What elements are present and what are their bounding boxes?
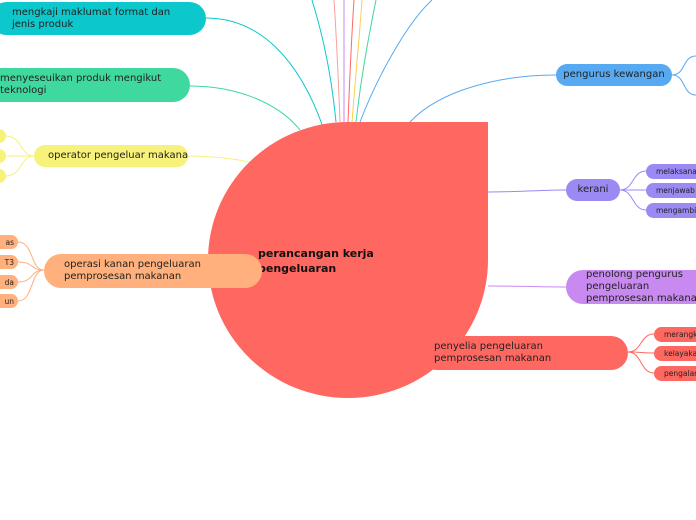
node-pengurus-kewangan-label: pengurus kewangan [563,69,665,80]
node-operator-label: operator pengeluar makanan [48,150,188,161]
penyelia-child-3[interactable]: pengalam [654,366,696,381]
node-mengkaji-label: mengkaji maklumat format dan jenis produ… [12,6,171,30]
node-penolong[interactable]: penolong pengurus pengeluaran pemprosesa… [566,270,696,304]
node-pengurus-kewangan[interactable]: pengurus kewangan [556,64,672,86]
central-node-label[interactable]: perancangan kerja pengeluaran [258,247,374,275]
operasi-child-3-label: da [4,277,14,287]
penyelia-child-2[interactable]: kelayakan [654,346,696,361]
penyelia-child-3-label: pengalam [664,369,696,378]
penyelia-child-2-label: kelayakan [664,349,696,358]
node-operator[interactable]: operator pengeluar makanan [34,145,188,167]
node-menyesuaikan[interactable]: menyeseuikan produk mengikut teknologi [0,68,190,102]
operasi-child-4-label: un [4,296,14,306]
operasi-child-2[interactable]: T3 [0,255,18,269]
kerani-child-2-label: menjawab p [656,186,696,195]
node-operasi[interactable]: operasi kanan pengeluaran pemprosesan ma… [44,254,262,288]
node-penolong-label: penolong pengurus pengeluaran pemprosesa… [586,270,696,304]
operator-child-2[interactable] [0,149,6,163]
kerani-child-2[interactable]: menjawab p [646,183,696,198]
kerani-child-1-label: melaksanakan [656,167,696,176]
operasi-child-4[interactable]: un [0,294,18,308]
central-node-shape[interactable] [208,122,488,398]
node-kerani[interactable]: kerani [566,179,620,201]
kerani-child-3[interactable]: mengambil [646,203,696,218]
node-operasi-label: operasi kanan pengeluaran pemprosesan ma… [64,259,201,282]
operasi-child-1-label: as [5,237,14,247]
node-mengkaji[interactable]: mengkaji maklumat format dan jenis produ… [0,2,206,35]
operator-child-3[interactable] [0,169,6,183]
operator-child-1[interactable] [0,129,6,143]
operasi-child-1[interactable]: as [0,235,18,249]
penyelia-child-1[interactable]: merangk [654,327,696,342]
penyelia-child-1-label: merangk [664,330,696,339]
kerani-child-3-label: mengambil [656,206,696,215]
node-penyelia-label: penyelia pengeluaran pemprosesan makanan [434,341,552,364]
operasi-child-3[interactable]: da [0,275,18,289]
kerani-child-1[interactable]: melaksanakan [646,164,696,179]
node-menyesuaikan-label: menyeseuikan produk mengikut teknologi [0,73,162,96]
node-penyelia[interactable]: penyelia pengeluaran pemprosesan makanan [420,336,628,370]
operasi-child-2-label: T3 [4,257,14,267]
node-kerani-label: kerani [577,184,609,195]
